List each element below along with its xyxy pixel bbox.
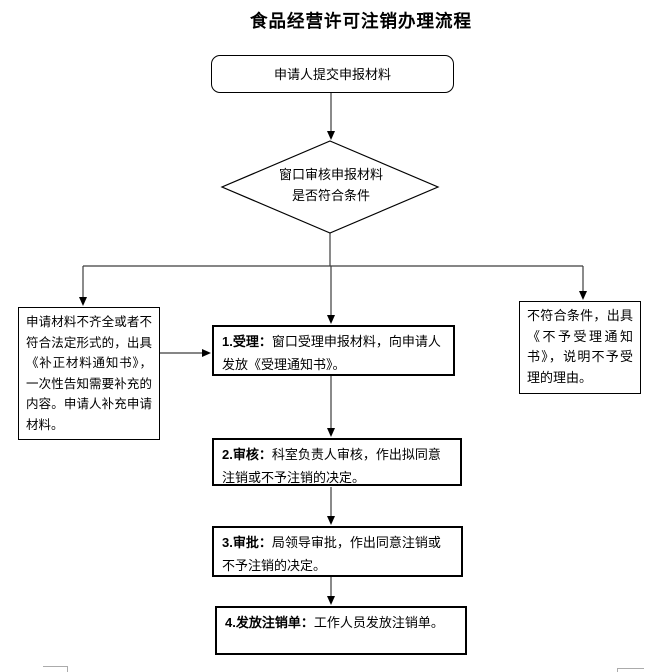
step-accept-label: 1.受理：: [222, 334, 272, 349]
step-review-text: 科室负责人审核，作出拟同意注销或不予注销的决定。: [222, 447, 441, 485]
supplement-branch-text: 申请材料不齐全或者不符合法定形式的，出具《补正材料通知书》，一次性告知需要补充的…: [26, 315, 152, 432]
cropped-cell-corner-right: [617, 668, 644, 672]
step-review-label: 2.审核：: [222, 447, 272, 462]
arrow-branch-to-step1: [327, 266, 335, 324]
arrow-start-to-decision: [327, 93, 335, 140]
arrow-branch-to-supplement: [79, 266, 87, 306]
decision-label: 窗口审核申报材料是否符合条件: [278, 167, 383, 203]
start-node-label: 申请人提交申报材料: [273, 66, 391, 82]
supplement-branch-node: 申请材料不齐全或者不符合法定形式的，出具《补正材料通知书》，一次性告知需要补充的…: [18, 307, 160, 440]
arrow-step2-to-step3: [327, 487, 335, 525]
reject-branch-text: 不符合条件，出具《不予受理通知书》，说明不予受理的理由。: [527, 308, 633, 385]
step-accept-text: 窗口受理申报材料，向申请人发放《受理通知书》。: [222, 334, 441, 372]
step-issue-text: 工作人员发放注销单。: [313, 615, 444, 630]
step-review-node: 2.审核：科室负责人审核，作出拟同意注销或不予注销的决定。: [212, 438, 462, 486]
step-accept-node: 1.受理：窗口受理申报材料，向申请人发放《受理通知书》。: [212, 325, 455, 376]
step-approve-text: 局领导审批，作出同意注销或不予注销的决定。: [222, 535, 441, 573]
page-title: 食品经营许可注销办理流程: [250, 11, 472, 31]
arrow-branch-to-reject: [579, 266, 587, 300]
cropped-cell-corner-left: [43, 666, 68, 672]
step-approve-node: 3.审批：局领导审批，作出同意注销或不予注销的决定。: [212, 526, 463, 577]
start-node: 申请人提交申报材料: [211, 55, 454, 93]
arrow-step1-to-step2: [327, 376, 335, 437]
connector-decision-to-branch: [83, 233, 583, 267]
step-issue-node: 4.发放注销单：工作人员发放注销单。: [215, 606, 467, 655]
step-issue-label: 4.发放注销单：: [225, 615, 314, 630]
reject-branch-node: 不符合条件，出具《不予受理通知书》，说明不予受理的理由。: [519, 301, 641, 394]
arrow-supplement-to-step1: [160, 349, 211, 357]
step-approve-label: 3.审批：: [222, 535, 272, 550]
arrow-step3-to-step4: [327, 577, 335, 605]
